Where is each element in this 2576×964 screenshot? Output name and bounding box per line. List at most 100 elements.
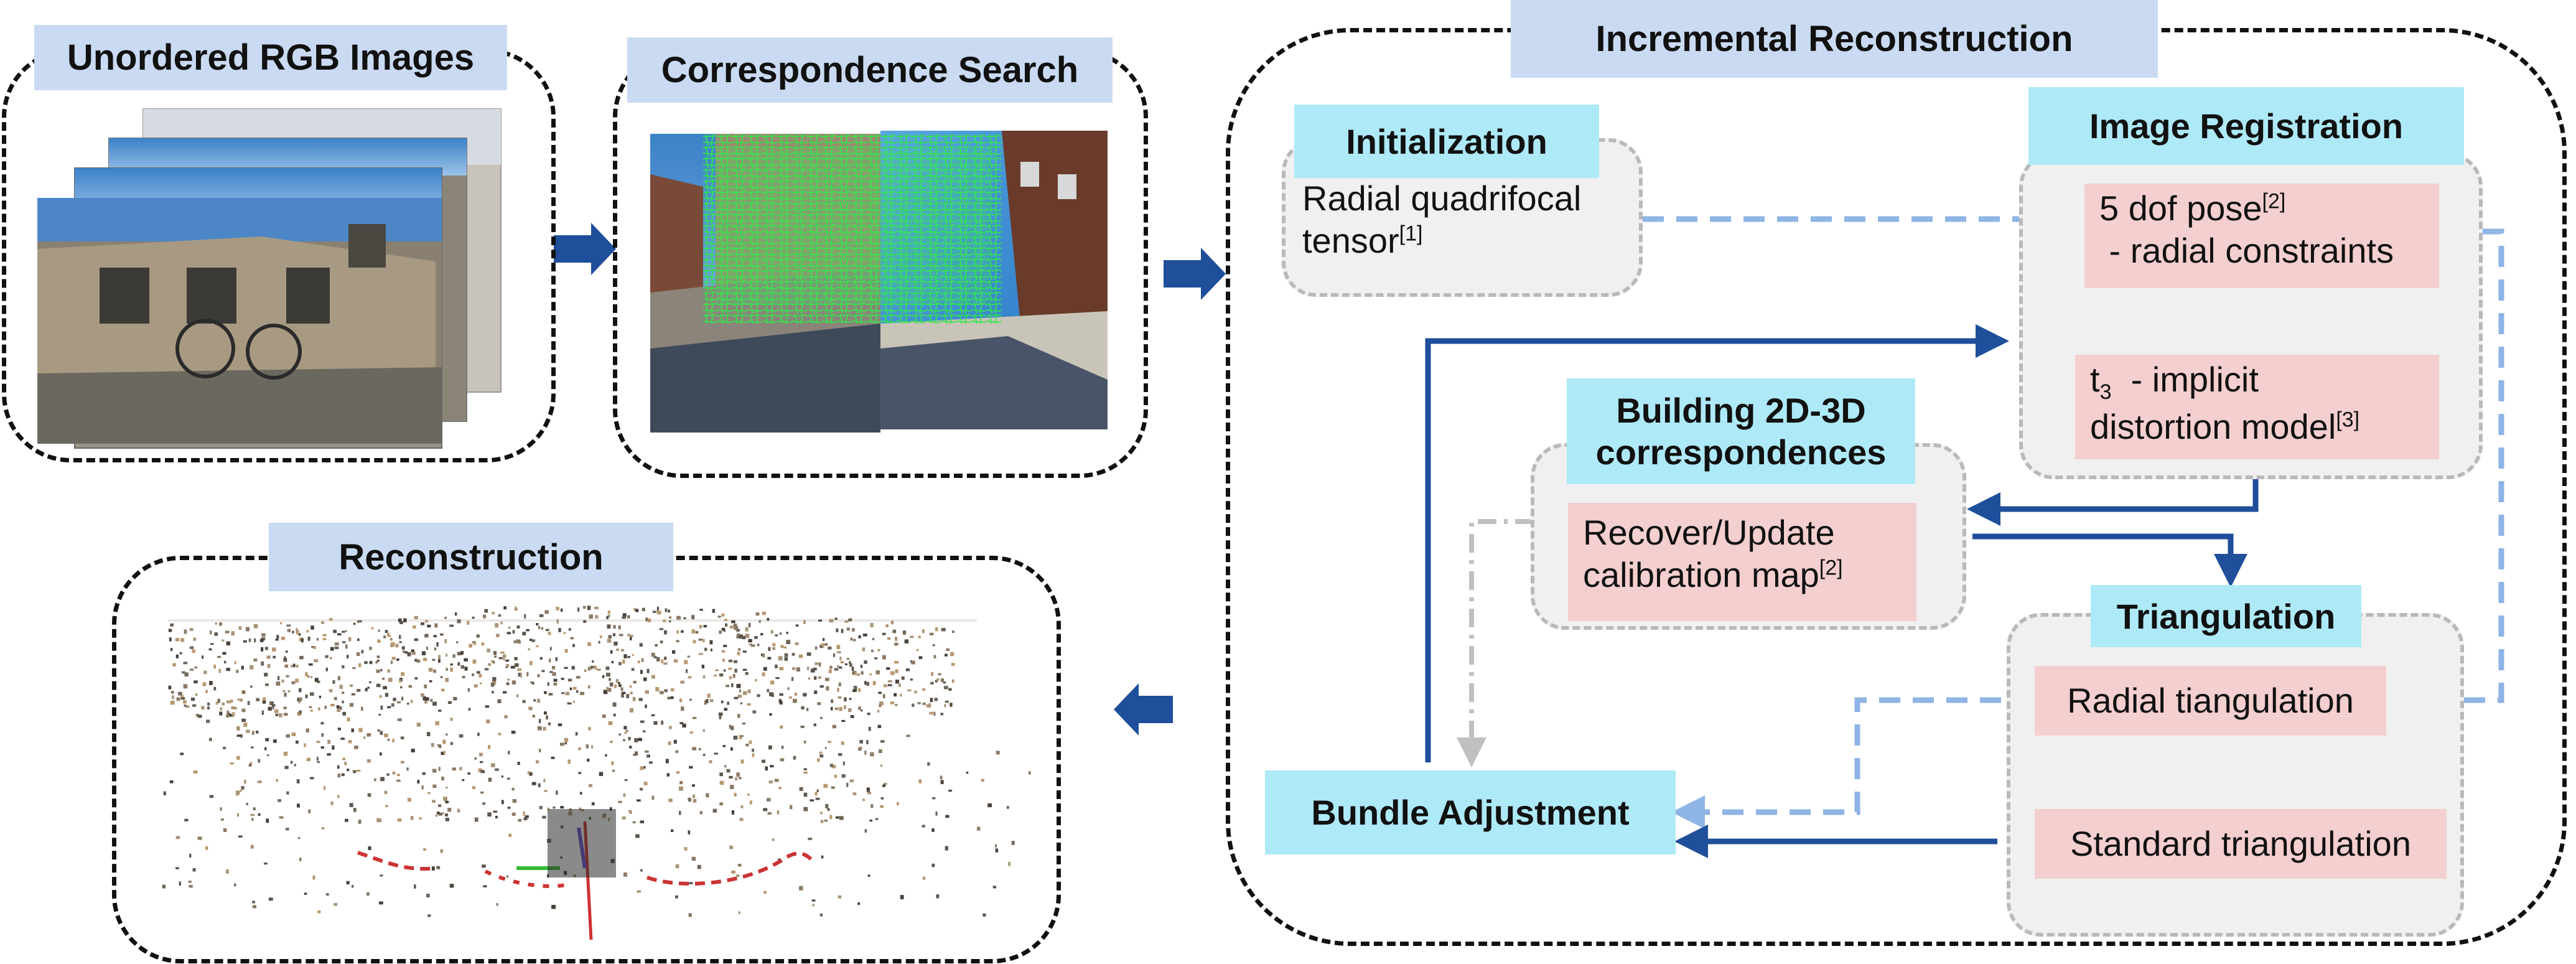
cloud-point bbox=[614, 642, 618, 646]
cloud-point bbox=[728, 659, 733, 663]
cloud-point bbox=[693, 640, 696, 643]
cloud-point bbox=[917, 702, 921, 704]
cloud-point bbox=[688, 913, 692, 917]
cloud-point bbox=[728, 667, 732, 670]
cloud-point bbox=[235, 790, 240, 795]
cloud-point bbox=[590, 665, 595, 668]
cloud-point bbox=[299, 710, 302, 714]
cloud-point bbox=[506, 664, 510, 668]
cloud-point bbox=[606, 672, 610, 677]
cloud-point bbox=[506, 632, 511, 635]
cloud-point bbox=[490, 660, 495, 663]
cloud-point bbox=[681, 706, 684, 711]
cloud-point bbox=[827, 808, 830, 811]
cloud-point bbox=[862, 798, 865, 802]
cloud-point bbox=[474, 817, 478, 822]
cloud-point bbox=[793, 756, 796, 760]
cloud-point bbox=[399, 620, 403, 624]
cloud-point bbox=[729, 775, 733, 779]
cloud-point bbox=[786, 632, 788, 634]
cloud-point bbox=[241, 718, 246, 723]
cloud-point bbox=[630, 637, 632, 640]
cloud-point bbox=[490, 763, 495, 767]
cloud-point bbox=[459, 734, 464, 738]
cloud-point bbox=[516, 625, 520, 629]
cloud-point bbox=[241, 665, 244, 670]
cloud-point bbox=[846, 627, 850, 631]
cloud-point bbox=[531, 682, 534, 685]
cloud-point bbox=[879, 701, 884, 706]
cloud-point bbox=[538, 625, 540, 630]
cloud-point bbox=[479, 752, 483, 757]
cloud-point bbox=[872, 681, 876, 685]
cloud-point bbox=[560, 608, 563, 612]
cloud-point bbox=[569, 687, 572, 690]
cloud-point bbox=[414, 677, 418, 680]
cloud-point bbox=[629, 685, 632, 688]
cloud-point bbox=[278, 799, 281, 802]
cloud-point bbox=[758, 620, 761, 623]
cloud-point bbox=[932, 644, 935, 647]
cloud-point bbox=[629, 708, 633, 713]
cloud-point bbox=[838, 895, 842, 899]
cloud-point bbox=[510, 665, 515, 669]
cloud-point bbox=[310, 625, 314, 630]
cloud-point bbox=[1011, 841, 1015, 845]
cloud-point bbox=[883, 684, 887, 688]
cloud-point bbox=[314, 659, 319, 662]
cloud-point bbox=[188, 881, 192, 883]
cloud-point bbox=[602, 675, 605, 678]
cloud-point bbox=[427, 914, 431, 917]
cloud-point bbox=[778, 699, 782, 703]
cloud-point bbox=[537, 674, 540, 678]
cloud-point bbox=[627, 615, 630, 619]
cloud-point bbox=[673, 739, 677, 744]
cloud-point bbox=[859, 746, 862, 749]
cloud-point bbox=[864, 681, 867, 685]
cloud-point bbox=[462, 676, 465, 678]
cloud-point bbox=[450, 718, 453, 721]
cloud-point bbox=[189, 668, 194, 671]
cloud-point bbox=[709, 760, 712, 764]
cloud-point bbox=[918, 635, 921, 639]
cloud-point bbox=[737, 714, 740, 718]
cloud-point bbox=[253, 624, 258, 629]
cloud-point bbox=[238, 835, 243, 838]
cloud-point bbox=[414, 884, 416, 889]
cloud-point bbox=[943, 681, 946, 684]
cloud-point bbox=[275, 713, 279, 716]
cloud-point bbox=[737, 652, 740, 655]
cloud-point bbox=[739, 634, 743, 639]
cloud-point bbox=[213, 664, 216, 669]
cloud-point bbox=[814, 676, 817, 680]
cloud-point bbox=[676, 771, 680, 774]
cloud-point bbox=[434, 647, 437, 651]
cloud-point bbox=[226, 869, 229, 874]
cloud-point bbox=[910, 635, 914, 639]
cloud-point bbox=[404, 651, 408, 654]
cloud-point bbox=[296, 630, 299, 635]
cloud-point bbox=[622, 659, 625, 664]
cloud-point bbox=[549, 671, 553, 673]
cloud-point bbox=[205, 690, 208, 693]
cloud-point bbox=[605, 666, 610, 670]
cloud-point bbox=[189, 646, 194, 649]
cloud-point bbox=[334, 697, 337, 700]
cloud-point bbox=[645, 617, 648, 622]
cloud-point bbox=[1008, 862, 1010, 866]
cloud-point bbox=[818, 676, 821, 679]
cloud-point bbox=[226, 714, 229, 718]
cloud-point bbox=[719, 802, 723, 806]
cloud-point bbox=[867, 874, 870, 877]
cloud-point bbox=[385, 805, 388, 808]
cloud-point bbox=[806, 652, 811, 656]
cloud-point bbox=[193, 770, 198, 774]
cloud-point bbox=[689, 698, 692, 701]
cloud-point bbox=[539, 749, 541, 752]
cloud-point bbox=[940, 678, 945, 682]
cloud-point bbox=[692, 717, 697, 719]
cloud-point bbox=[380, 705, 383, 710]
cloud-point bbox=[948, 688, 952, 691]
cloud-point bbox=[213, 686, 217, 691]
panel-title-unordered-images: Unordered RGB Images bbox=[34, 25, 507, 90]
